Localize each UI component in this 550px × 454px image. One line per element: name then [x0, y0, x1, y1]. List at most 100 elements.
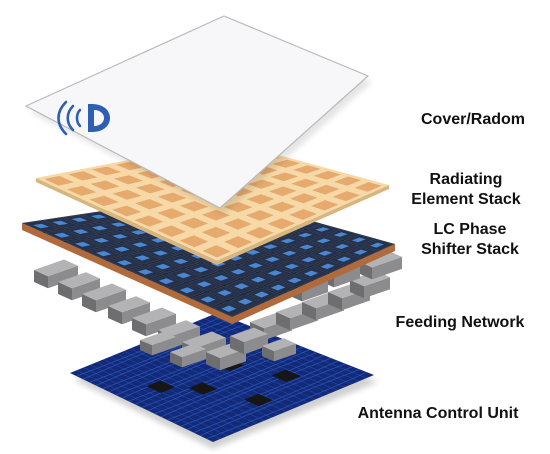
- radiating-patch: [311, 200, 339, 211]
- lc-cell-highlight: [351, 237, 366, 243]
- lc-cell-highlight: [287, 277, 302, 284]
- feeding-block-side: [58, 282, 72, 301]
- wireless-logo-icon: [57, 100, 110, 136]
- radiating-patch: [270, 172, 299, 182]
- feeding-block-front: [244, 333, 268, 355]
- radiating-patch: [289, 209, 317, 220]
- lc-cell-highlight: [228, 255, 243, 261]
- lc-cell-highlight: [230, 269, 246, 275]
- feeding-block-front: [220, 349, 246, 371]
- feeding-block-side: [82, 294, 96, 313]
- control-trace: [167, 354, 325, 421]
- radiating-patch: [112, 205, 142, 217]
- feeding-block-top: [34, 259, 78, 277]
- lc-cell-highlight: [200, 296, 216, 303]
- lc-cell-highlight: [90, 214, 107, 219]
- lc-cell-highlight: [112, 234, 128, 239]
- feeding-block-side: [34, 270, 48, 289]
- control-trace: [180, 360, 339, 427]
- lc-cell-highlight: [193, 266, 209, 273]
- feeding-block-front: [334, 266, 360, 288]
- lc-cell-highlight: [250, 276, 266, 283]
- feeding-block-front: [372, 256, 402, 280]
- lc-cell-highlight: [132, 242, 148, 248]
- lc-cell-highlight: [370, 242, 384, 248]
- feeding-block-top: [58, 272, 100, 289]
- feeding-network-label: Feeding Network: [384, 313, 536, 333]
- lc-cell-highlight: [173, 258, 189, 264]
- cover-radome-layer: [24, 15, 372, 214]
- radiating-patch: [179, 217, 208, 229]
- lc-cell-highlight: [284, 263, 299, 270]
- radiating-patch: [246, 194, 275, 205]
- lc-phase-shifter-stack-label: LC Phase Shifter Stack: [404, 220, 536, 260]
- control-trace: [160, 352, 318, 418]
- lc-cell-highlight: [316, 238, 331, 244]
- lc-cell-highlight: [254, 291, 269, 298]
- radiating-patch: [334, 176, 362, 186]
- control-chip: [146, 380, 175, 393]
- control-label-text: Antenna Control Unit: [357, 405, 519, 422]
- radiating-patch: [354, 182, 382, 192]
- radiating-patch: [157, 225, 186, 237]
- lc-cell-highlight: [265, 256, 280, 262]
- radiating-patch: [66, 185, 97, 196]
- control-trace: [143, 342, 294, 409]
- feeding-block-top: [360, 251, 402, 268]
- feeding-block-top: [230, 327, 268, 343]
- feeding-block-front: [122, 302, 150, 325]
- control-chip: [188, 382, 218, 395]
- radiating-patch: [179, 235, 209, 248]
- radiating-patch: [157, 208, 186, 220]
- lc-cell-highlight: [337, 256, 351, 262]
- lc-cell-highlight: [116, 260, 133, 266]
- radiating-patch: [268, 186, 297, 197]
- feeding-block-side: [350, 280, 364, 299]
- lc-cell-highlight: [297, 232, 313, 238]
- lc-cell-highlight: [353, 249, 368, 255]
- feeding-block-side: [206, 352, 220, 371]
- radiating-patch: [291, 178, 319, 188]
- radiating-element-stack-label: Radiating Element Stack: [396, 170, 536, 210]
- feeding-block-front: [364, 277, 390, 299]
- control-trace: [89, 321, 239, 383]
- lc-cell-highlight: [333, 232, 348, 237]
- lc-cell-highlight: [95, 251, 112, 257]
- radiating-patch: [44, 176, 74, 186]
- control-chip: [244, 393, 274, 407]
- radiating-patch: [202, 245, 231, 258]
- lc-cell-highlight: [271, 284, 286, 291]
- lc-cell-highlight: [71, 217, 88, 222]
- control-trace: [109, 356, 258, 425]
- feeding-block-top: [82, 283, 126, 301]
- feeding-block-side: [230, 336, 244, 355]
- radiating-patch: [245, 210, 274, 221]
- lc-cell-highlight: [237, 298, 253, 305]
- feeding-block-side: [108, 306, 122, 325]
- control-trace: [199, 368, 360, 437]
- control-trace: [193, 366, 353, 433]
- lc-cell-highlight: [335, 244, 349, 249]
- control-trace: [206, 371, 368, 440]
- control-trace: [76, 370, 221, 440]
- radiating-patch: [135, 199, 164, 210]
- control-trace: [173, 357, 332, 424]
- lc-cell-highlight: [248, 262, 263, 269]
- lc-cell-highlight: [91, 225, 108, 231]
- lc-cell-highlight: [318, 250, 333, 256]
- feeding-block-front: [302, 280, 328, 302]
- radiating-patch: [201, 226, 231, 239]
- lc-cell-highlight: [245, 249, 261, 255]
- feeding-block-top: [140, 331, 176, 346]
- feeding-block-front: [72, 278, 100, 301]
- radiating-patch: [112, 189, 142, 200]
- feeding-block-front: [152, 337, 176, 356]
- control-trace: [95, 323, 246, 386]
- lc-cell-highlight: [75, 241, 91, 247]
- feeding-block-top: [262, 338, 296, 352]
- feeding-block-side: [302, 302, 316, 321]
- antenna-control-unit-layer: [70, 313, 378, 449]
- radiating-patch: [312, 184, 340, 195]
- feeding-block-side: [140, 340, 152, 356]
- radiating-patch: [224, 236, 253, 249]
